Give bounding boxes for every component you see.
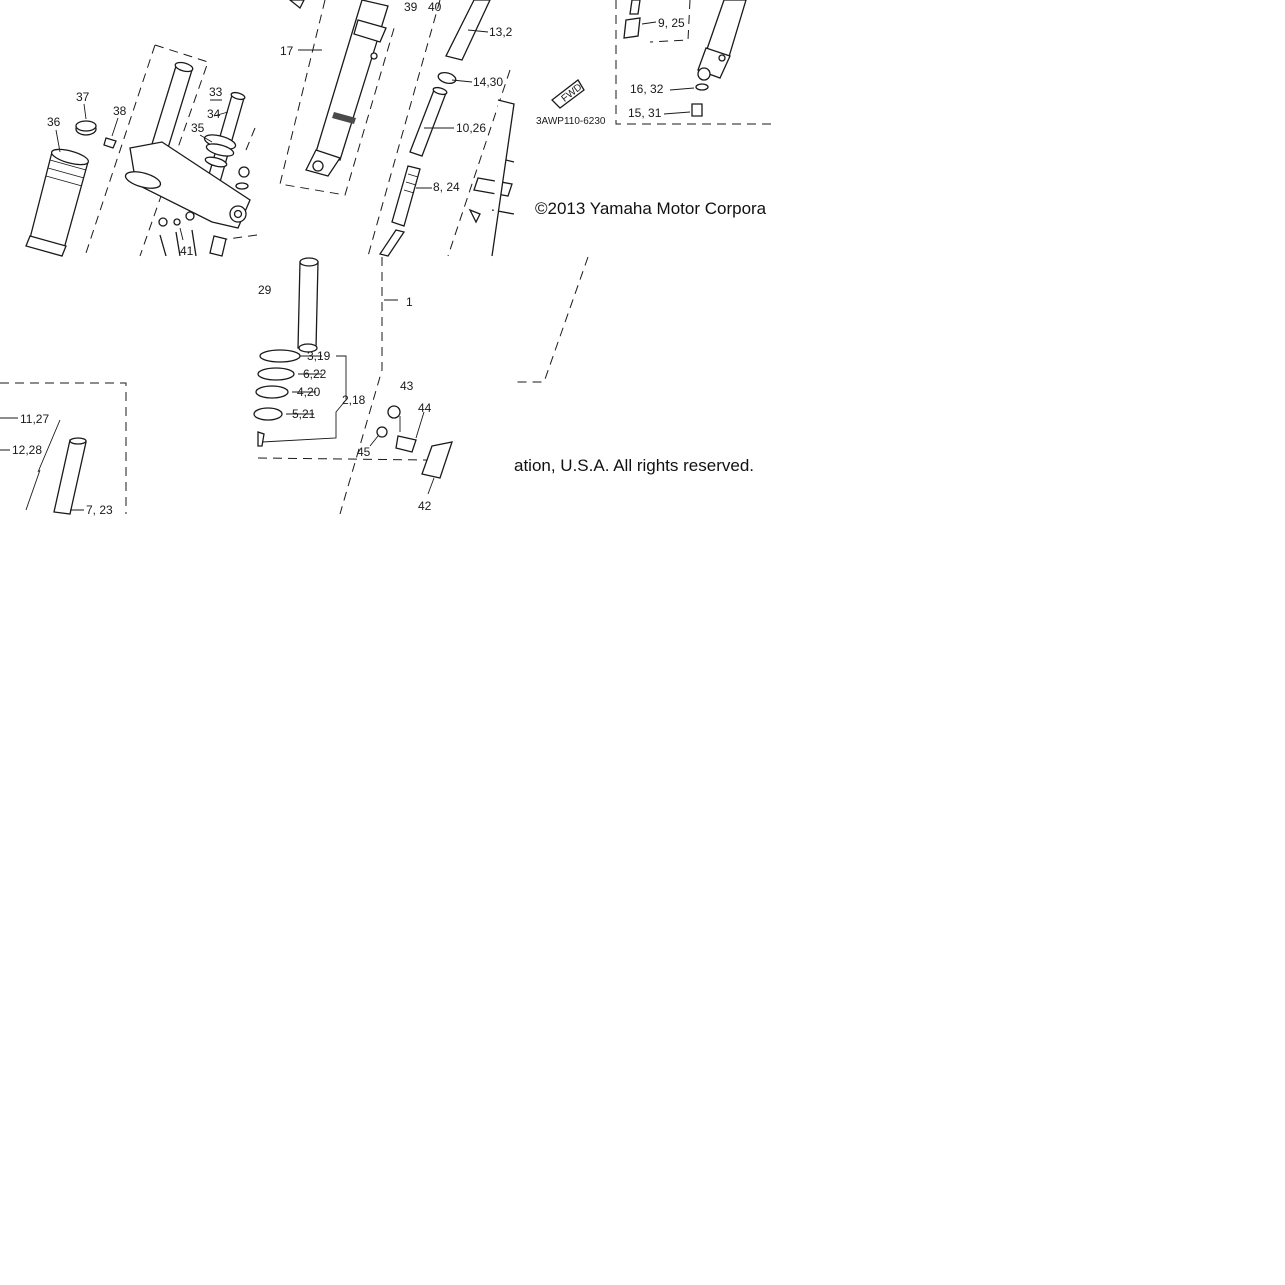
callout-41: 41: [180, 244, 194, 258]
seal-14: [437, 71, 457, 85]
callout-14: 14,30: [473, 75, 503, 89]
inner-tube-7: [53, 439, 87, 515]
callout-15: 15, 31: [628, 106, 662, 120]
nut-43: [387, 405, 401, 419]
callout-34: 34: [207, 107, 221, 121]
copyright-text-bottom: ation, U.S.A. All rights reserved.: [514, 456, 754, 475]
fwd-arrow-icon: FWD: [551, 79, 585, 109]
fork-bottom-case: [697, 0, 747, 81]
callout-3: 3,19: [307, 349, 331, 363]
ring-6: [257, 367, 295, 381]
fork-boot: [27, 148, 90, 257]
bracket-44: [395, 435, 417, 453]
callout-40: 40: [428, 0, 442, 14]
ring-3: [259, 349, 301, 363]
ring-5: [253, 407, 283, 421]
callout-2: 2,18: [342, 393, 366, 407]
spring-8: [391, 165, 421, 227]
bolt-45: [376, 426, 388, 438]
tile-left-fork: 11,27 12,28 7, 23: [0, 382, 127, 517]
callout-6: 6,22: [303, 367, 327, 381]
callout-7: 7, 23: [86, 503, 113, 517]
callout-37: 37: [76, 90, 90, 104]
callout-9: 9, 25: [658, 16, 685, 30]
washer-16: [695, 83, 709, 91]
callout-1: 1: [406, 295, 413, 309]
ring-4: [255, 385, 289, 399]
callout-36: 36: [47, 115, 61, 129]
callout-45: 45: [357, 445, 371, 459]
callout-16: 16, 32: [630, 82, 664, 96]
tile-triple-clamp: 37 38 36 33 34 35 41: [25, 44, 258, 258]
callout-33: 33: [209, 85, 223, 99]
callout-39: 39: [404, 0, 418, 14]
callout-5: 5,21: [292, 407, 316, 421]
tile-lower-leg: FWD 3AWP110-6230 9, 25 16, 32 15, 31 ©20…: [535, 0, 771, 218]
reflector-42: [421, 441, 453, 479]
callout-17: 17: [280, 44, 294, 58]
drawing-code: 3AWP110-6230: [536, 116, 606, 127]
bolt-15: [691, 103, 703, 117]
callout-11: 11,27: [20, 412, 49, 426]
callout-10: 10,26: [456, 121, 486, 135]
callout-42: 42: [418, 499, 432, 513]
nut: [238, 166, 250, 178]
bolt-38: [103, 137, 117, 149]
outer-tube-17: [305, 0, 389, 177]
copyright-text-top: ©2013 Yamaha Motor Corpora: [535, 199, 767, 218]
callout-44: 44: [418, 401, 432, 415]
tile-frame-corner: ation, U.S.A. All rights reserved.: [514, 256, 754, 475]
inner-tube-29: [297, 261, 319, 349]
damper-rod-10: [409, 89, 447, 157]
callout-43: 43: [400, 379, 414, 393]
callout-35: 35: [191, 121, 205, 135]
tile-inner-tube-set: 29 1 3,19 6,22 4,20 2,18 5,21 43 44 45 4…: [253, 257, 453, 515]
inner-tube-upper: [151, 65, 193, 149]
callout-13: 13,2: [489, 25, 513, 39]
callout-8: 8, 24: [433, 180, 460, 194]
callout-29: 29: [258, 283, 272, 297]
callout-12: 12,28: [12, 443, 42, 457]
callout-38: 38: [113, 104, 127, 118]
callout-4: 4,20: [297, 385, 321, 399]
tile-outer-fork-leg: 17 39 40 13,2 14,30 10,26 8, 24: [279, 0, 515, 257]
bolt-41: [158, 217, 168, 227]
collar-9: [623, 17, 641, 39]
